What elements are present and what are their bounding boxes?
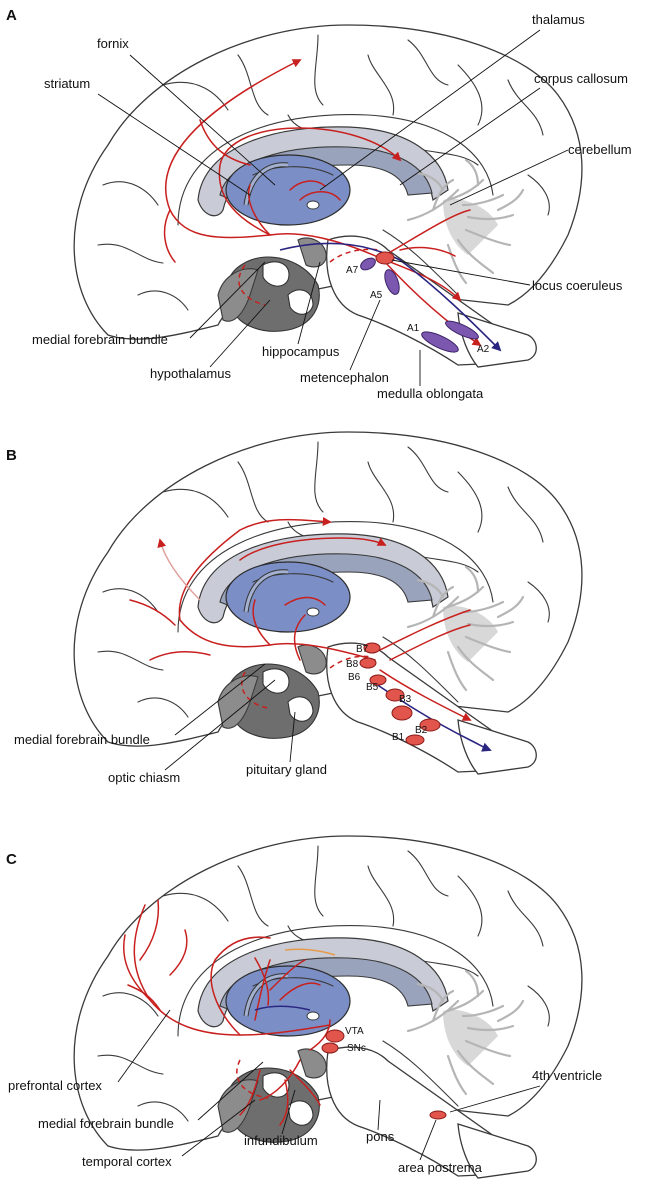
label-pons: pons	[366, 1129, 395, 1144]
label-b1: B1	[392, 732, 405, 743]
descending-fibers-c	[254, 1005, 311, 1011]
b1-nucleus	[405, 734, 425, 746]
label-b5: B5	[366, 682, 379, 693]
label-optic-chiasm: optic chiasm	[108, 770, 180, 785]
label-temporal-cortex: temporal cortex	[82, 1154, 172, 1169]
label-thalamus: thalamus	[532, 12, 585, 27]
label-a1: A1	[407, 323, 420, 334]
label-snc: SNc	[347, 1043, 366, 1054]
b7-nucleus	[363, 642, 381, 654]
a5-nucleus	[384, 269, 400, 295]
panel-letter-c: C	[6, 851, 17, 868]
panel-letter-b: B	[6, 447, 17, 464]
label-fornix: fornix	[97, 36, 129, 51]
noradrenergic-projections-b	[129, 517, 472, 721]
a2-nucleus	[445, 320, 479, 340]
label-medial-forebrain-bundle-b: medial forebrain bundle	[14, 732, 150, 747]
brain-outline-a	[74, 25, 582, 367]
panel-letter-a: A	[6, 7, 17, 24]
label-b3: B3	[399, 694, 412, 705]
label-medial-forebrain-bundle-c: medial forebrain bundle	[38, 1116, 174, 1131]
label-infundibulum: infundibulum	[244, 1133, 318, 1148]
label-b2: B2	[415, 725, 428, 736]
label-locus-coeruleus: locus coeruleus	[532, 278, 623, 293]
label-b8: B8	[346, 659, 359, 670]
label-medial-forebrain-bundle-a: medial forebrain bundle	[32, 332, 168, 347]
locus-coeruleus-nucleus	[375, 251, 395, 265]
label-a2: A2	[477, 344, 490, 355]
label-corpus-callosum: corpus callosum	[534, 71, 628, 86]
label-pituitary-gland: pituitary gland	[246, 762, 327, 777]
dopaminergic-projections-c	[123, 899, 336, 1126]
panel-a: A A7 A5 A1 A2	[6, 7, 632, 401]
b5-nucleus	[385, 688, 405, 702]
label-b7: B7	[356, 644, 369, 655]
b3-nucleus	[391, 705, 413, 721]
label-vta: VTA	[345, 1026, 364, 1037]
a7-nucleus	[360, 257, 376, 271]
label-4th-ventricle: 4th ventricle	[532, 1068, 602, 1083]
descending-fibers-a	[279, 242, 502, 352]
panel-c: C VTA SNc prefrontal cortex	[6, 836, 602, 1178]
label-metencephalon: metencephalon	[300, 370, 389, 385]
brain-outline-b	[74, 432, 582, 774]
b6-nucleus	[369, 674, 387, 686]
b8-nucleus	[359, 657, 377, 669]
label-hypothalamus: hypothalamus	[150, 366, 231, 381]
label-striatum: striatum	[44, 76, 90, 91]
label-b6: B6	[348, 672, 361, 683]
a1-nucleus	[421, 331, 459, 353]
label-hippocampus: hippocampus	[262, 344, 340, 359]
label-prefrontal-cortex: prefrontal cortex	[8, 1078, 102, 1093]
label-a5: A5	[370, 290, 383, 301]
noradrenergic-projections-a	[163, 59, 482, 346]
area-postrema-nucleus	[429, 1110, 447, 1120]
label-medulla-oblongata: medulla oblongata	[377, 386, 484, 401]
label-cerebellum: cerebellum	[568, 142, 632, 157]
snc-nucleus	[321, 1042, 339, 1054]
panel-b: B B7 B8 B6 B5 B3 B2	[6, 432, 582, 785]
label-a7: A7	[346, 265, 359, 276]
label-area-postrema: area postrema	[398, 1160, 483, 1175]
vta-nucleus	[325, 1029, 345, 1043]
b2-nucleus	[419, 718, 441, 732]
